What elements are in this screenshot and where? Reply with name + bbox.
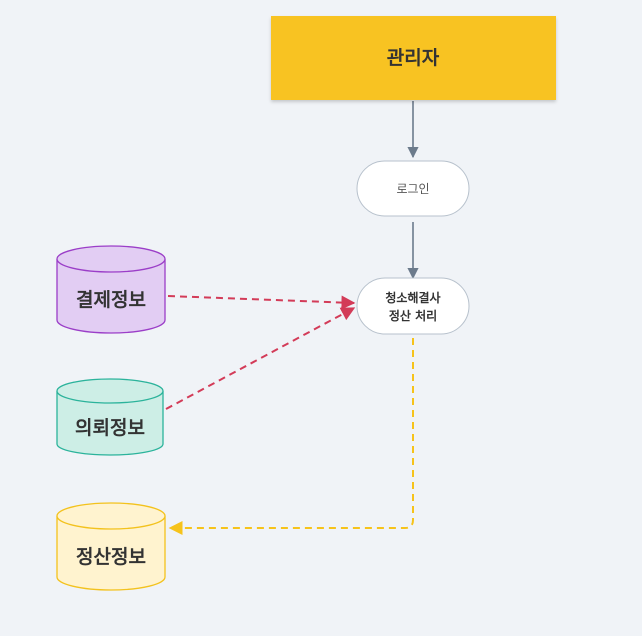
request-info-database: 의뢰정보: [56, 378, 164, 456]
process-label-line2: 정산 처리: [389, 308, 437, 323]
request-to-process-arrow: [165, 307, 356, 410]
login-label: 로그인: [396, 182, 429, 196]
admin-node: 관리자: [271, 16, 556, 100]
payment-info-label: 결제정보: [76, 289, 146, 311]
admin-label: 관리자: [387, 47, 440, 69]
login-node: 로그인: [356, 160, 470, 217]
settlement-info-database: 정산정보: [56, 502, 166, 591]
payment-info-database: 결제정보: [56, 245, 166, 334]
payment-to-process-arrow: [167, 295, 356, 310]
settlement-process-node: 청소해결사 정산 처리: [356, 277, 470, 335]
settlement-info-label: 정산정보: [76, 546, 146, 568]
request-info-label: 의뢰정보: [75, 417, 145, 439]
process-to-settlement-arrow: [168, 338, 414, 535]
process-label-line1: 청소해결사: [385, 290, 440, 305]
